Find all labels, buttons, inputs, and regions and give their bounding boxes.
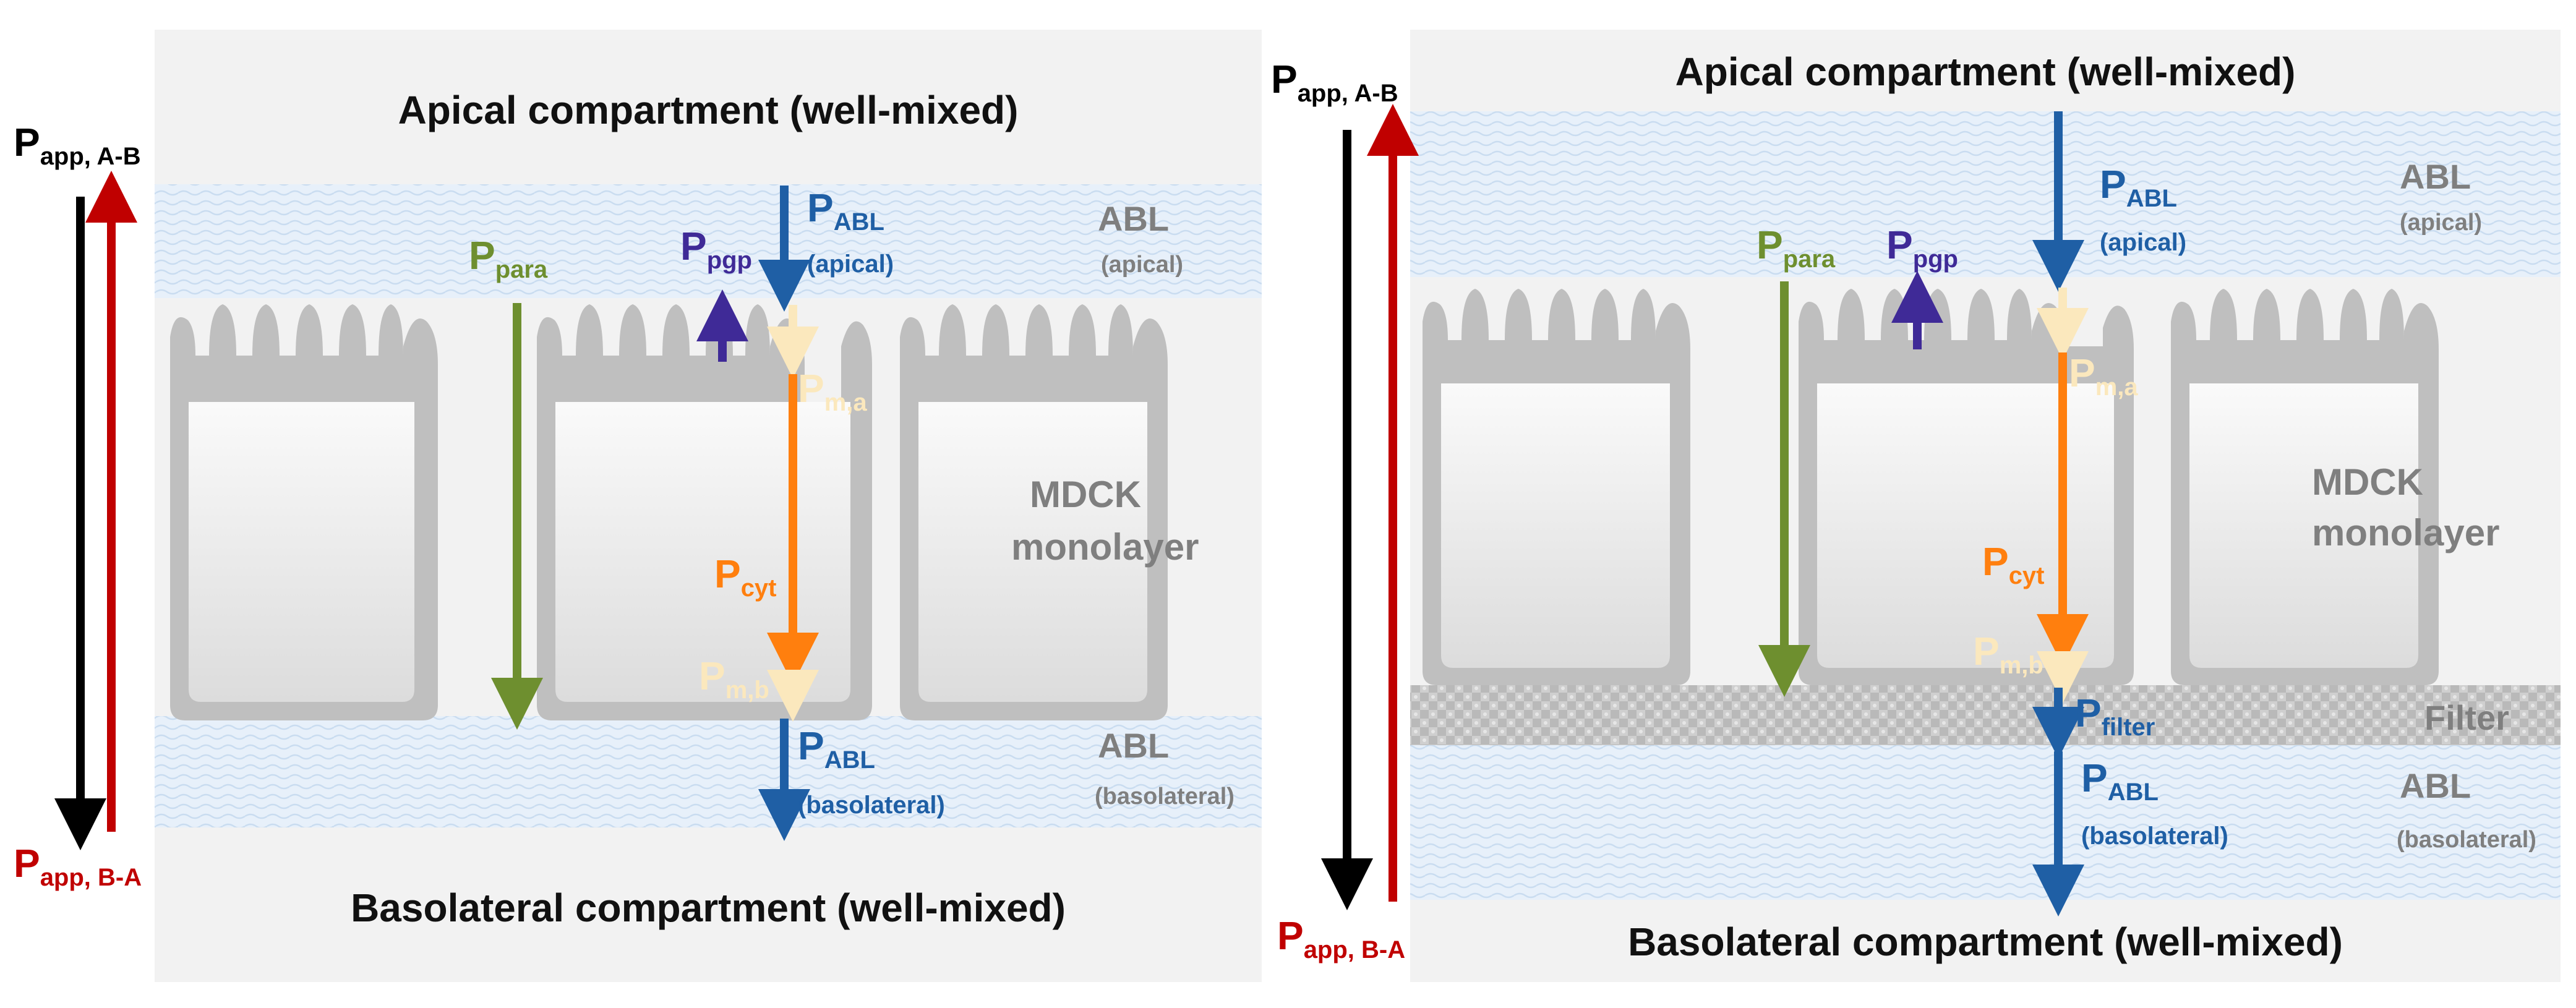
right-papp-ab-label: Papp, A-B bbox=[1271, 57, 1398, 107]
right-filter-label: Filter bbox=[2424, 698, 2509, 737]
right-cell-2 bbox=[1799, 289, 2134, 685]
left-ppara-label: Ppara bbox=[469, 233, 548, 283]
left-panel: Apical compartment (well-mixed) Basolate… bbox=[14, 30, 1262, 982]
right-abl-apical-label: ABL bbox=[2400, 157, 2471, 196]
left-abl-apical-sub: (apical) bbox=[1101, 252, 1183, 278]
right-abl-basolateral-label: ABL bbox=[2400, 766, 2471, 805]
left-cell-1 bbox=[170, 304, 438, 720]
left-abl-apical-label: ABL bbox=[1098, 199, 1169, 238]
right-panel: Apical compartment (well-mixed) Basolate… bbox=[1271, 30, 2561, 982]
right-abl-basolateral-layer bbox=[1410, 745, 2561, 900]
left-pcyt-label: Pcyt bbox=[714, 552, 777, 602]
left-papp-ba-label: Papp, B-A bbox=[14, 841, 142, 891]
right-cell-3 bbox=[2171, 289, 2439, 685]
left-monolayer-label: monolayer bbox=[1011, 526, 1199, 568]
left-abl-basolateral-sub: (basolateral) bbox=[1095, 784, 1235, 809]
left-basolateral-title: Basolateral compartment (well-mixed) bbox=[351, 886, 1066, 930]
left-pabl-apical-label: PABL bbox=[807, 186, 884, 236]
left-abl-apical-layer bbox=[155, 184, 1262, 298]
left-pabl-basolateral-label: PABL bbox=[798, 724, 875, 774]
right-basolateral-title: Basolateral compartment (well-mixed) bbox=[1628, 920, 2343, 964]
right-pabl-basolateral-sub2: (basolateral) bbox=[2081, 822, 2228, 850]
left-pabl-basolateral-sub2: (basolateral) bbox=[798, 792, 945, 819]
right-pabl-basolateral-label: PABL bbox=[2081, 756, 2159, 806]
left-mdck-label: MDCK bbox=[1030, 474, 1141, 515]
right-pabl-apical-label: PABL bbox=[2100, 162, 2177, 212]
left-cell-3 bbox=[900, 304, 1168, 720]
left-pmb-label: Pm,b bbox=[699, 654, 769, 704]
left-pma-label: Pm,a bbox=[798, 366, 867, 416]
right-pfilter-label: Pfilter bbox=[2075, 691, 2155, 741]
left-pabl-apical-sub2: (apical) bbox=[807, 250, 894, 278]
left-abl-basolateral-layer bbox=[155, 716, 1262, 827]
right-pcyt-label: Pcyt bbox=[1982, 539, 2045, 589]
right-apical-title: Apical compartment (well-mixed) bbox=[1675, 49, 2296, 94]
right-pabl-apical-sub2: (apical) bbox=[2100, 229, 2186, 256]
right-monolayer-label: monolayer bbox=[2312, 512, 2499, 553]
left-cell-2 bbox=[537, 304, 872, 720]
right-abl-apical-layer bbox=[1410, 111, 2561, 277]
left-papp-ab-label: Papp, A-B bbox=[14, 120, 141, 170]
right-ppgp-label: Ppgp bbox=[1886, 223, 1958, 273]
right-cell-1 bbox=[1423, 289, 1690, 685]
right-ppara-label: Ppara bbox=[1757, 223, 1836, 273]
left-abl-basolateral-label: ABL bbox=[1098, 726, 1169, 765]
right-abl-basolateral-sub: (basolateral) bbox=[2397, 827, 2536, 853]
right-filter-layer bbox=[1410, 685, 2561, 745]
right-mdck-label: MDCK bbox=[2312, 461, 2423, 503]
left-apical-title: Apical compartment (well-mixed) bbox=[398, 88, 1019, 132]
right-pmb-label: Pm,b bbox=[1973, 629, 2043, 679]
right-pma-label: Pm,a bbox=[2069, 351, 2138, 401]
left-ppgp-label: Ppgp bbox=[680, 224, 752, 274]
right-abl-apical-sub: (apical) bbox=[2400, 210, 2482, 236]
right-papp-ba-label: Papp, B-A bbox=[1277, 913, 1405, 963]
